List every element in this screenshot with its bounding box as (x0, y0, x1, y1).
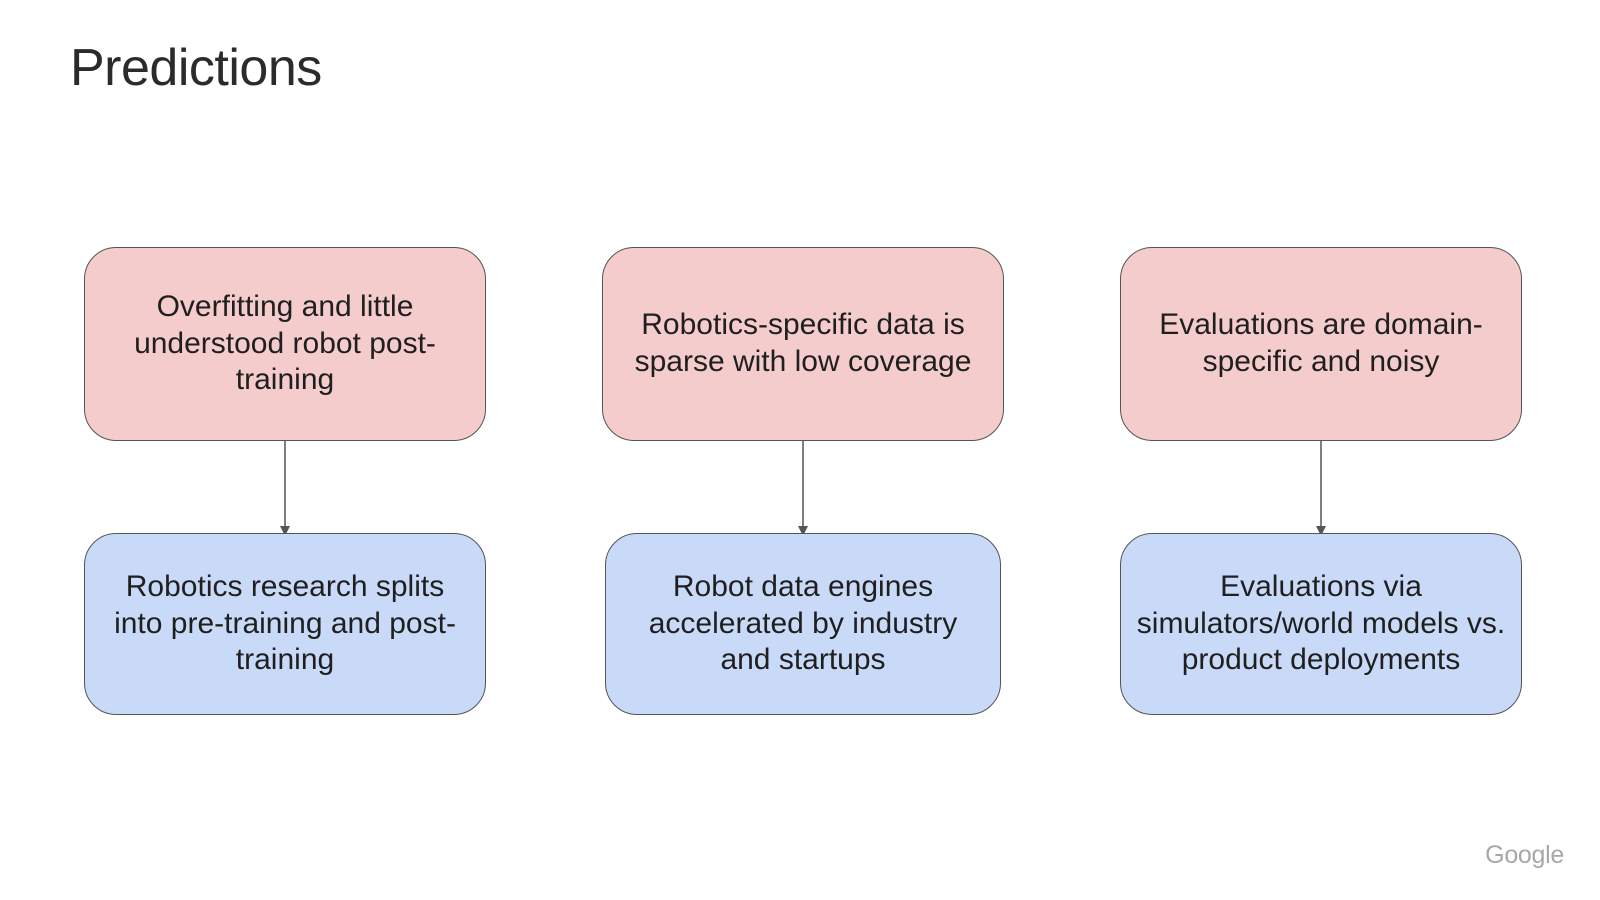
prediction-text: Robotics research splits into pre-traini… (114, 570, 456, 677)
problem-box-data: Robotics-specific data is sparse with lo… (602, 247, 1004, 441)
prediction-box-research-split: Robotics research splits into pre-traini… (84, 533, 486, 715)
prediction-text: Evaluations via simulators/world models … (1136, 570, 1506, 677)
slide-title: Predictions (70, 39, 322, 97)
problem-text: Robotics-specific data is sparse with lo… (634, 308, 972, 378)
problem-box-post-training: Overfitting and little understood robot … (84, 247, 486, 441)
problem-box-evaluations: Evaluations are domain-specific and nois… (1120, 247, 1522, 441)
google-logo: Google (1485, 841, 1564, 869)
prediction-box-data-engines: Robot data engines accelerated by indust… (605, 533, 1001, 715)
problem-text: Overfitting and little understood robot … (134, 290, 436, 397)
prediction-text: Robot data engines accelerated by indust… (648, 570, 958, 677)
prediction-box-evaluations: Evaluations via simulators/world models … (1120, 533, 1522, 715)
problem-text: Evaluations are domain-specific and nois… (1159, 308, 1483, 378)
